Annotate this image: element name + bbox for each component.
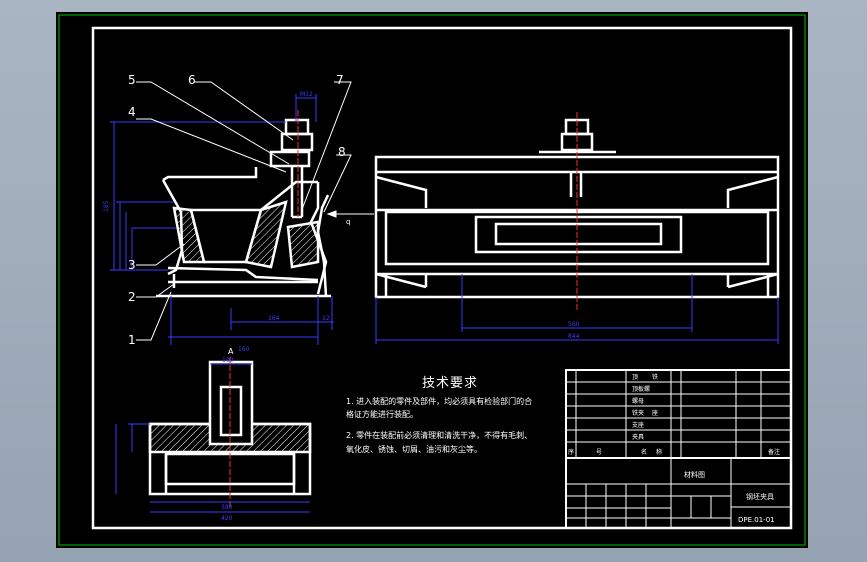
svg-text:M12: M12 (300, 91, 313, 98)
header-cell-4: 称 (656, 448, 662, 456)
balloon-8: 8 (338, 145, 346, 159)
header-cell-3: 名 (641, 448, 647, 456)
balloon-1: 1 (128, 333, 136, 347)
side-view (156, 118, 331, 298)
header-cell-1: 序 (568, 448, 574, 456)
svg-text:500: 500 (568, 321, 580, 328)
side-dimensions: 185 160 164 12 M12 (103, 91, 334, 353)
material-label: 材料图 (684, 470, 705, 479)
drawing-number: DPE.01-01 (738, 516, 775, 524)
section-label: A (228, 347, 234, 356)
front-dimensions: 500 844 (375, 274, 779, 344)
notes-line-1: 1. 进入装配的零件及部件，均必须具有检验部门的合 (346, 397, 533, 406)
balloon-6: 6 (188, 73, 196, 87)
drawing-name: 钢坯夹具 (746, 492, 774, 501)
part-row-6: 座 (652, 409, 658, 417)
notes-line-3: 2. 零件在装配前必须清理和清洗干净，不得有毛刺、 (346, 431, 533, 440)
svg-text:164: 164 (268, 315, 280, 322)
notes-line-2: 格证方能进行装配。 (346, 410, 418, 419)
part-row-2: 铁 (652, 373, 658, 381)
notes-line-4: 氧化皮、锈蚀、切屑、油污和灰尘等。 (346, 445, 482, 454)
part-row-3: 顶板螺 (632, 385, 650, 393)
svg-text:380: 380 (221, 504, 233, 511)
svg-text:160: 160 (238, 346, 250, 353)
inner-border (91, 26, 793, 530)
leader-lines (136, 81, 352, 341)
drawing-canvas: 185 160 164 12 M12 1 2 3 4 5 6 7 8 q (56, 12, 808, 548)
arrow-label: q (346, 218, 350, 226)
balloon-4: 4 (128, 105, 136, 119)
section-arrow (326, 210, 374, 218)
header-cell-2: 号 (596, 449, 602, 456)
svg-text:420: 420 (221, 515, 233, 522)
header-cell-5: 备注 (768, 448, 780, 456)
part-row-7: 支座 (632, 421, 644, 429)
balloon-3: 3 (128, 258, 136, 272)
part-row-5: 铁夹 (632, 409, 644, 417)
balloon-7: 7 (336, 73, 344, 87)
svg-text:12: 12 (322, 315, 330, 322)
balloon-2: 2 (128, 290, 136, 304)
title-block (565, 369, 792, 529)
part-row-8: 夹具 (632, 433, 644, 441)
svg-text:185: 185 (103, 200, 110, 212)
cad-drawing: 185 160 164 12 M12 1 2 3 4 5 6 7 8 q (58, 14, 806, 546)
svg-text:100: 100 (222, 357, 234, 364)
balloon-5: 5 (128, 73, 136, 87)
section-dimensions: 100 380 420 (115, 357, 310, 522)
part-row-1: 顶 (632, 374, 638, 381)
svg-text:844: 844 (568, 333, 580, 340)
part-row-4: 螺母 (632, 397, 644, 405)
outer-frame (58, 14, 806, 546)
notes-title: 技术要求 (422, 376, 479, 391)
